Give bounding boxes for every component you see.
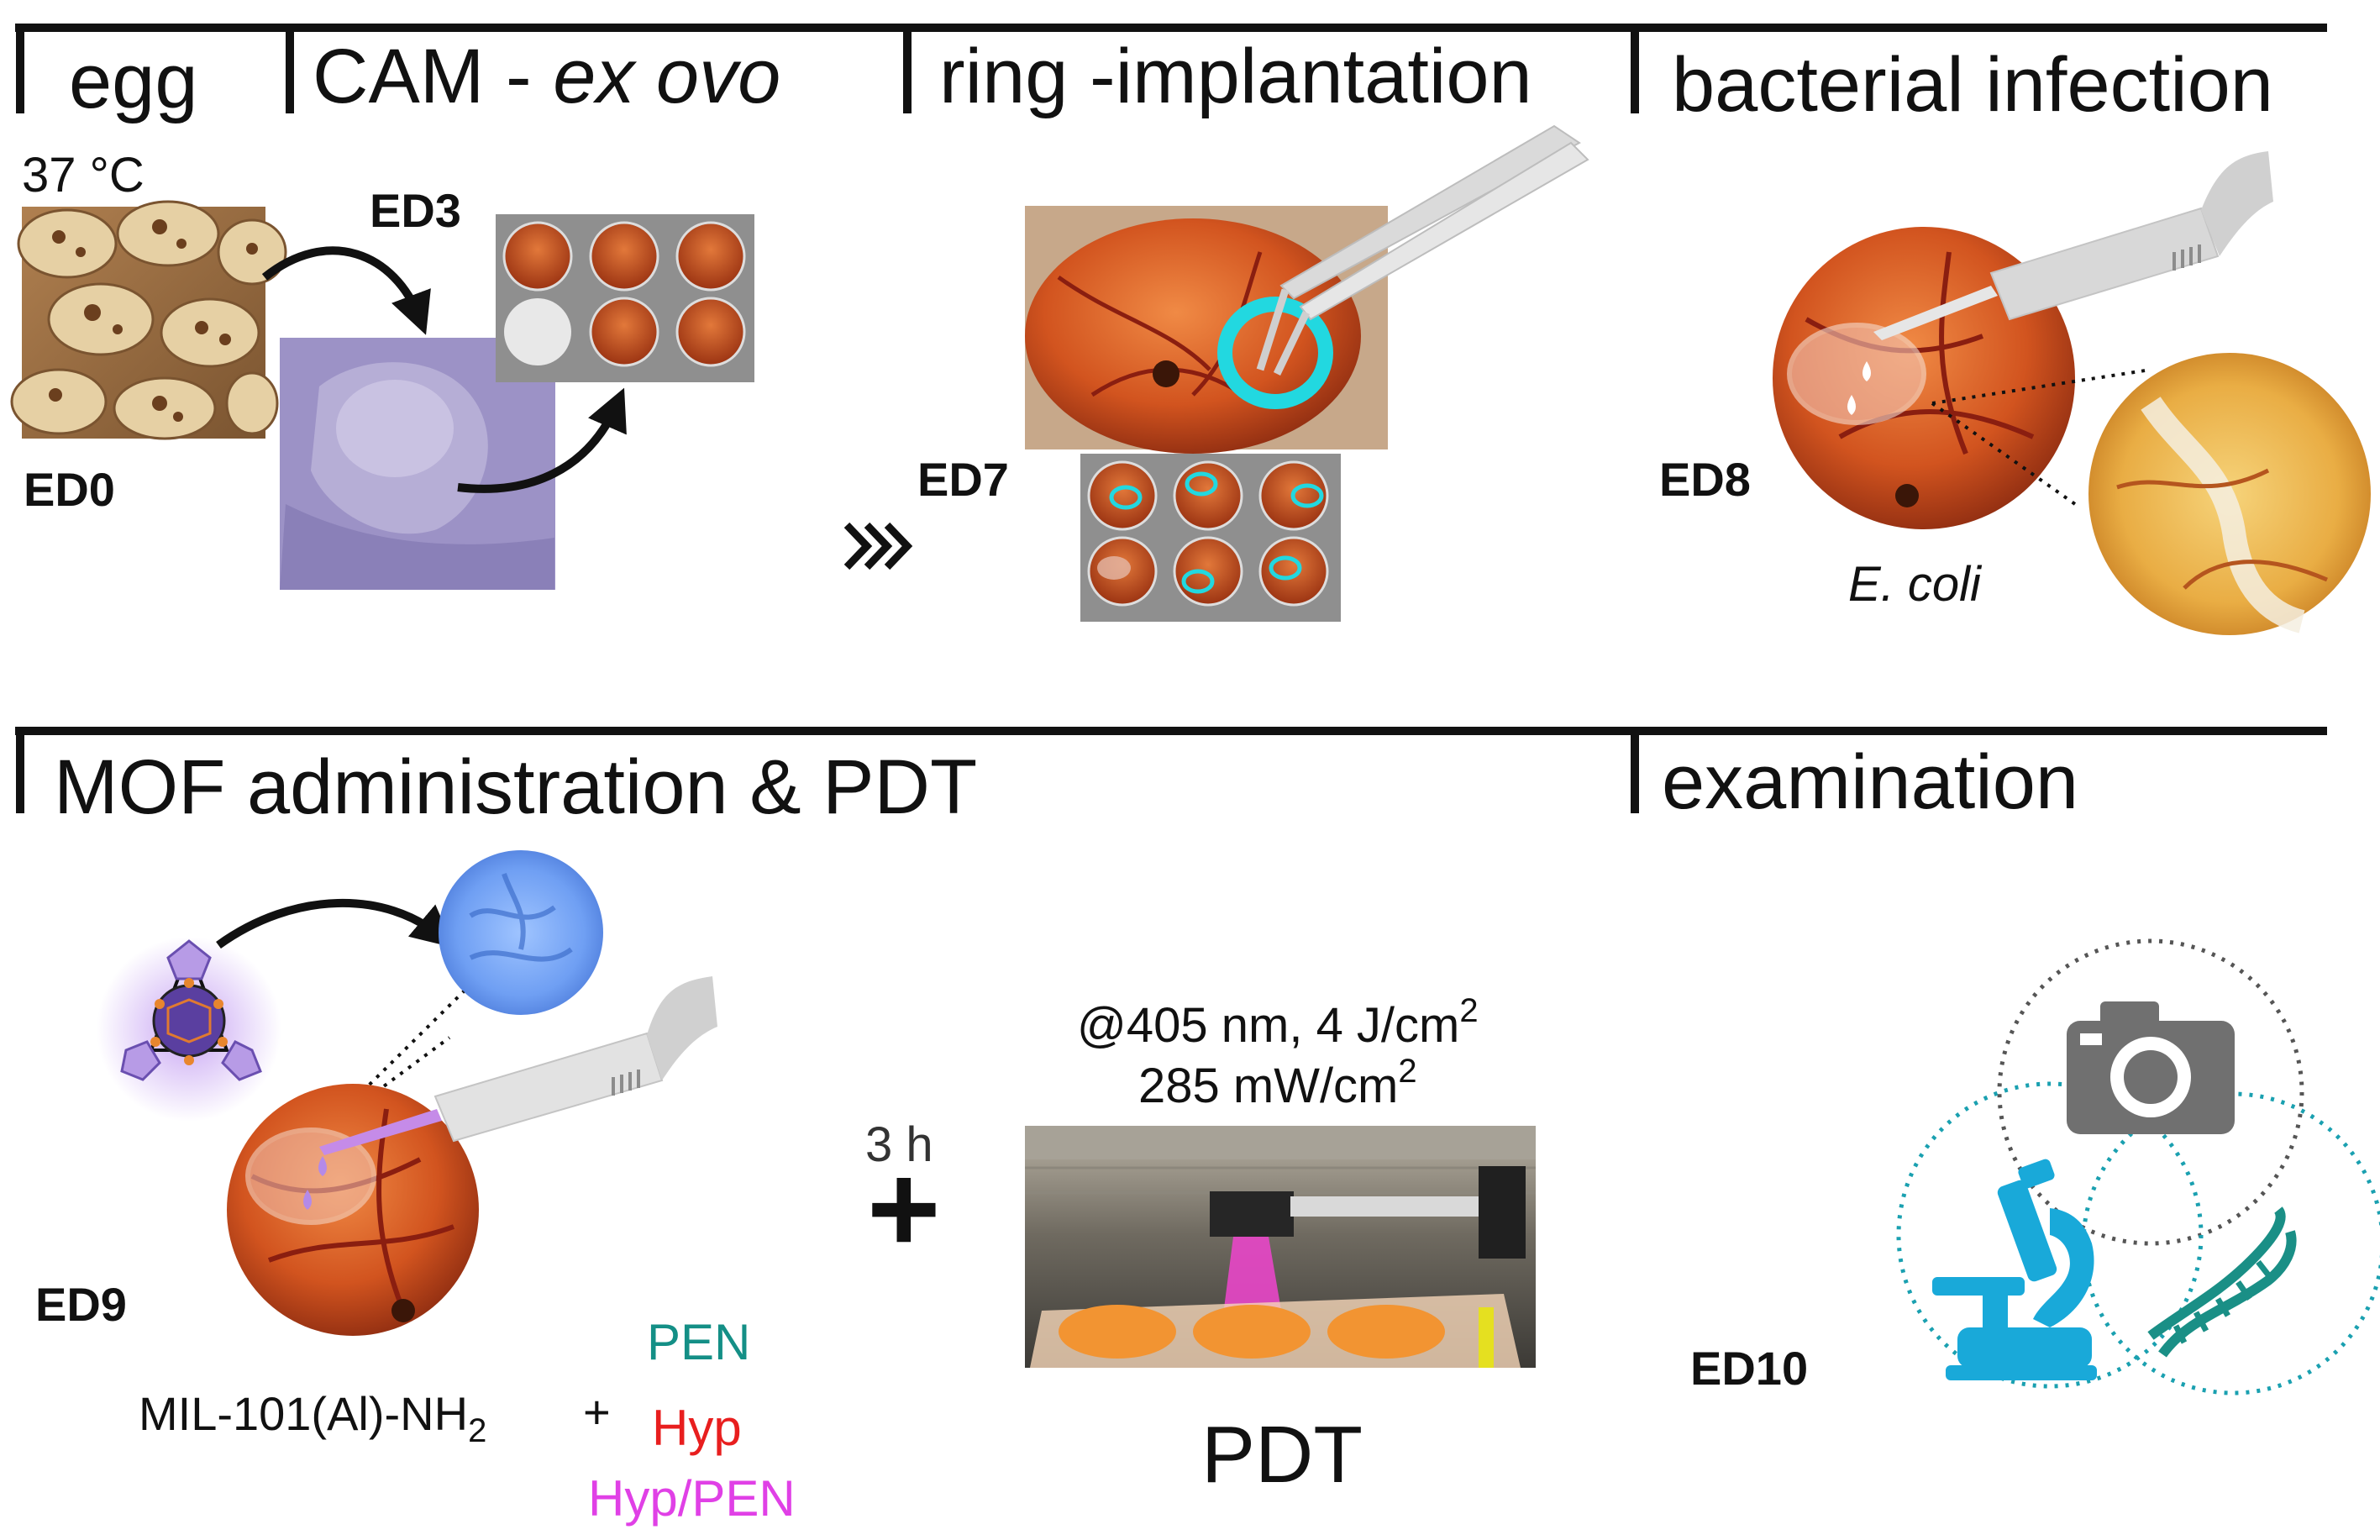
pdt-param-irradiance: 285 mW/cm2 xyxy=(1138,1053,1417,1113)
well-plate-ed7 xyxy=(1080,454,1341,622)
stage-title-ring: ring -implantation xyxy=(939,34,1532,119)
arrow-egg-to-cam xyxy=(261,246,431,335)
ed3-label: ED3 xyxy=(370,184,461,237)
zoom-line-mof-upper xyxy=(318,990,465,1136)
dna-icon xyxy=(2147,1206,2297,1358)
infection-cam-circle xyxy=(1773,227,2075,529)
stage-title-mof: MOF administration & PDT xyxy=(54,744,977,830)
microscope-icon xyxy=(1932,1159,2097,1380)
pdt-setup-photo xyxy=(1025,1126,1536,1368)
egg-photo xyxy=(10,200,287,440)
mof-plus: + xyxy=(583,1385,611,1438)
pipette-icon-ed8 xyxy=(1873,151,2273,340)
stage-title-cam: CAM - ex ovo xyxy=(313,34,780,119)
ed8-label: ED8 xyxy=(1659,453,1751,506)
pipette-icon-ed9 xyxy=(319,976,717,1155)
well-plate-ed3 xyxy=(496,214,754,382)
fluorescence-photo xyxy=(439,850,603,1015)
pdt-param-dose: @405 nm, 4 J/cm2 xyxy=(1077,992,1479,1053)
ed0-label: ED0 xyxy=(24,463,115,516)
section-frames xyxy=(15,24,2327,813)
mof-name: MIL-101(Al)-NH2 xyxy=(139,1387,486,1449)
plus-sign: + xyxy=(867,1138,941,1279)
mof-molecule-icon xyxy=(97,937,281,1122)
forceps-icon xyxy=(1256,124,1589,376)
stage-title-examination: examination xyxy=(1662,739,2078,825)
agent-hyp-pen: Hyp/PEN xyxy=(588,1470,796,1527)
camera-icon xyxy=(2067,1001,2235,1134)
zoom-line-mof-lower xyxy=(318,1036,451,1136)
pdt-label: PDT xyxy=(1201,1410,1363,1500)
ed7-label: ED7 xyxy=(917,453,1009,506)
cam-photo xyxy=(280,338,555,590)
stage-title-egg: egg xyxy=(69,39,198,124)
temperature-label: 37 °C xyxy=(22,148,144,202)
zoom-line-upper xyxy=(1931,368,2151,405)
treatment-cam-circle xyxy=(227,1084,479,1336)
chevrons-icon xyxy=(843,522,913,570)
ecoli-label: E. coli xyxy=(1848,557,1983,612)
agent-hyp: Hyp xyxy=(652,1400,742,1456)
arrow-cam-to-plate xyxy=(457,387,627,493)
infection-zoom-photo xyxy=(2088,353,2371,635)
arrow-mof-to-glow xyxy=(216,899,454,949)
ring-implant-photo xyxy=(1025,206,1388,454)
examination-venn xyxy=(1896,938,2380,1395)
stage-title-infection: bacterial infection xyxy=(1672,42,2273,128)
wait-time-label: 3 h xyxy=(865,1117,933,1172)
ed10-label: ED10 xyxy=(1690,1342,1808,1395)
agent-pen: PEN xyxy=(647,1314,750,1370)
ed9-label: ED9 xyxy=(35,1278,127,1331)
